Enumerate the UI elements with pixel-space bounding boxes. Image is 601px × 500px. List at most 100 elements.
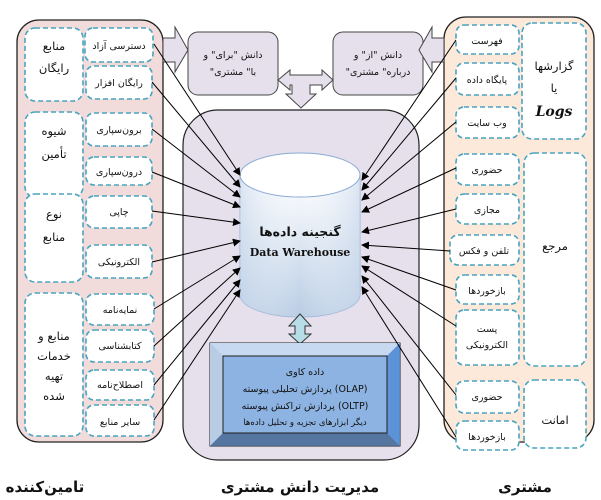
supplier-group-label: شده — [43, 389, 65, 403]
supplier-item-box — [85, 293, 155, 326]
customer-group-label: مرجع — [542, 239, 568, 254]
customer-panel-title: مشتری — [498, 478, 552, 496]
customer-item-box — [455, 153, 520, 186]
knowledge-for-customer-label: دانش "برای" و — [203, 50, 263, 61]
connector-line — [151, 171, 241, 209]
connector-line — [151, 210, 241, 227]
supplier-group-box — [24, 193, 84, 283]
supplier-group-label: خدمات — [37, 349, 71, 363]
block-arrow-left-icon — [418, 25, 445, 74]
customer-group-box — [523, 152, 587, 367]
connector-line — [361, 275, 457, 396]
supplier-item-box — [85, 195, 153, 229]
connector-line — [361, 208, 457, 235]
supplier-item-box — [84, 27, 154, 63]
supplier-group-label: نوع — [46, 207, 62, 222]
supplier-group-label: شیوه — [41, 124, 66, 139]
supplier-panel: منابع رایگان شیوه تأمین نوع منابع منابع … — [16, 19, 164, 443]
customer-group-box — [523, 379, 587, 449]
supplier-item: چاپی — [109, 207, 128, 218]
analysis-tools-box — [209, 342, 401, 447]
center-title: مدیریت دانش مشتری — [221, 478, 379, 496]
block-arrow-right-icon — [162, 25, 189, 74]
supplier-item: دسترسی آزاد — [92, 39, 145, 52]
warehouse-title-fa: گنجینه داده‌ها — [259, 224, 341, 239]
supplier-group-box — [24, 292, 84, 437]
supplier-item: اصطلاح‌نامه — [97, 380, 143, 391]
supplier-item: سایر منابع — [100, 417, 140, 428]
supplier-item-box — [85, 404, 155, 437]
customer-item: پایگاه داده — [467, 74, 508, 86]
customer-item-box — [455, 309, 520, 366]
connector-line — [153, 289, 241, 421]
customer-group-label: Logs — [535, 104, 573, 120]
supplier-item-box — [85, 369, 155, 401]
customer-item: حضوری — [471, 392, 502, 403]
connector-line — [361, 167, 457, 213]
supplier-group-label: رایگان — [39, 61, 69, 76]
tool-item: پردازش تحلیلی پیوسته (OLAP) — [243, 384, 368, 395]
knowledge-about-customer-box — [332, 31, 424, 96]
customer-item: وب سایت — [467, 118, 506, 129]
supplier-item: برون‌سپاری — [96, 125, 141, 136]
customer-item-box — [449, 234, 520, 266]
supplier-item: الکترونیکی — [98, 257, 140, 268]
customer-item-box — [455, 24, 520, 55]
knowledge-about-customer-label: "درباره" مشتری — [346, 67, 411, 78]
customer-item: بازخوردها — [468, 286, 506, 297]
connector-line — [361, 121, 457, 201]
connector-line — [151, 128, 241, 198]
connector-line — [361, 77, 457, 191]
customer-item-box — [455, 274, 520, 305]
supplier-group-label: منابع — [43, 39, 65, 53]
supplier-group-label: منابع و — [37, 329, 70, 344]
connector-line — [361, 241, 451, 252]
supplier-item-box — [85, 244, 153, 279]
customer-item: پست — [477, 324, 498, 335]
tool-item: دیگر ابزارهای تجزیه و تحلیل داده‌ها — [243, 417, 367, 428]
customer-item: فهرست — [471, 36, 502, 47]
supplier-item: نمایه‌نامه — [103, 305, 138, 316]
supplier-group-label: تهیه — [45, 369, 63, 383]
customer-item: مجازی — [474, 205, 500, 216]
customer-panel: گزارشها یا Logs مرجع امانت فهرست پایگاه … — [443, 16, 595, 451]
tool-item: داده کاوی — [286, 367, 325, 378]
connector-line — [361, 39, 457, 181]
customer-item: بازخوردها — [468, 432, 506, 443]
customer-item: الکترونیکی — [466, 340, 508, 351]
supplier-item: درون‌سپاری — [96, 167, 142, 178]
connector-line — [361, 255, 457, 291]
connector-line — [151, 238, 241, 263]
supplier-group-box — [24, 27, 84, 102]
knowledge-about-customer-label: دانش "از" و — [353, 50, 402, 61]
customer-item-box — [455, 62, 520, 96]
supplier-item: رایگان افزار — [94, 77, 143, 89]
customer-item: تلفن و فکس — [459, 246, 510, 257]
connector-line — [153, 267, 241, 347]
supplier-group-label: منابع — [43, 230, 65, 244]
customer-group-label: یا — [551, 81, 558, 95]
connector-line — [153, 43, 241, 176]
customer-connectors — [361, 39, 457, 438]
customer-item: حضوری — [471, 165, 502, 176]
supplier-item: کتابشناسی — [98, 341, 142, 352]
connector-line — [153, 279, 241, 386]
knowledge-for-customer-box — [187, 31, 279, 96]
connector-line — [361, 265, 457, 327]
knowledge-for-customer-label: "با" مشتری — [210, 67, 256, 78]
supplier-connectors — [151, 43, 241, 421]
data-warehouse-cylinder — [239, 152, 361, 318]
supplier-panel-title: تامین‌کننده — [6, 478, 85, 496]
customer-item-box — [455, 420, 520, 451]
tool-item: پردازش تراکنش پیوسته (OLTP) — [242, 401, 369, 412]
supplier-item-box — [85, 156, 153, 186]
supplier-item-box — [85, 112, 153, 147]
warehouse-title-en: Data Warehouse — [250, 246, 351, 259]
connector-line — [153, 255, 241, 310]
customer-group-label: امانت — [541, 413, 568, 427]
connector-line — [361, 286, 457, 438]
customer-group-label: گزارشها — [534, 59, 574, 74]
supplier-item-box — [85, 65, 153, 100]
customer-group-box — [521, 22, 587, 140]
